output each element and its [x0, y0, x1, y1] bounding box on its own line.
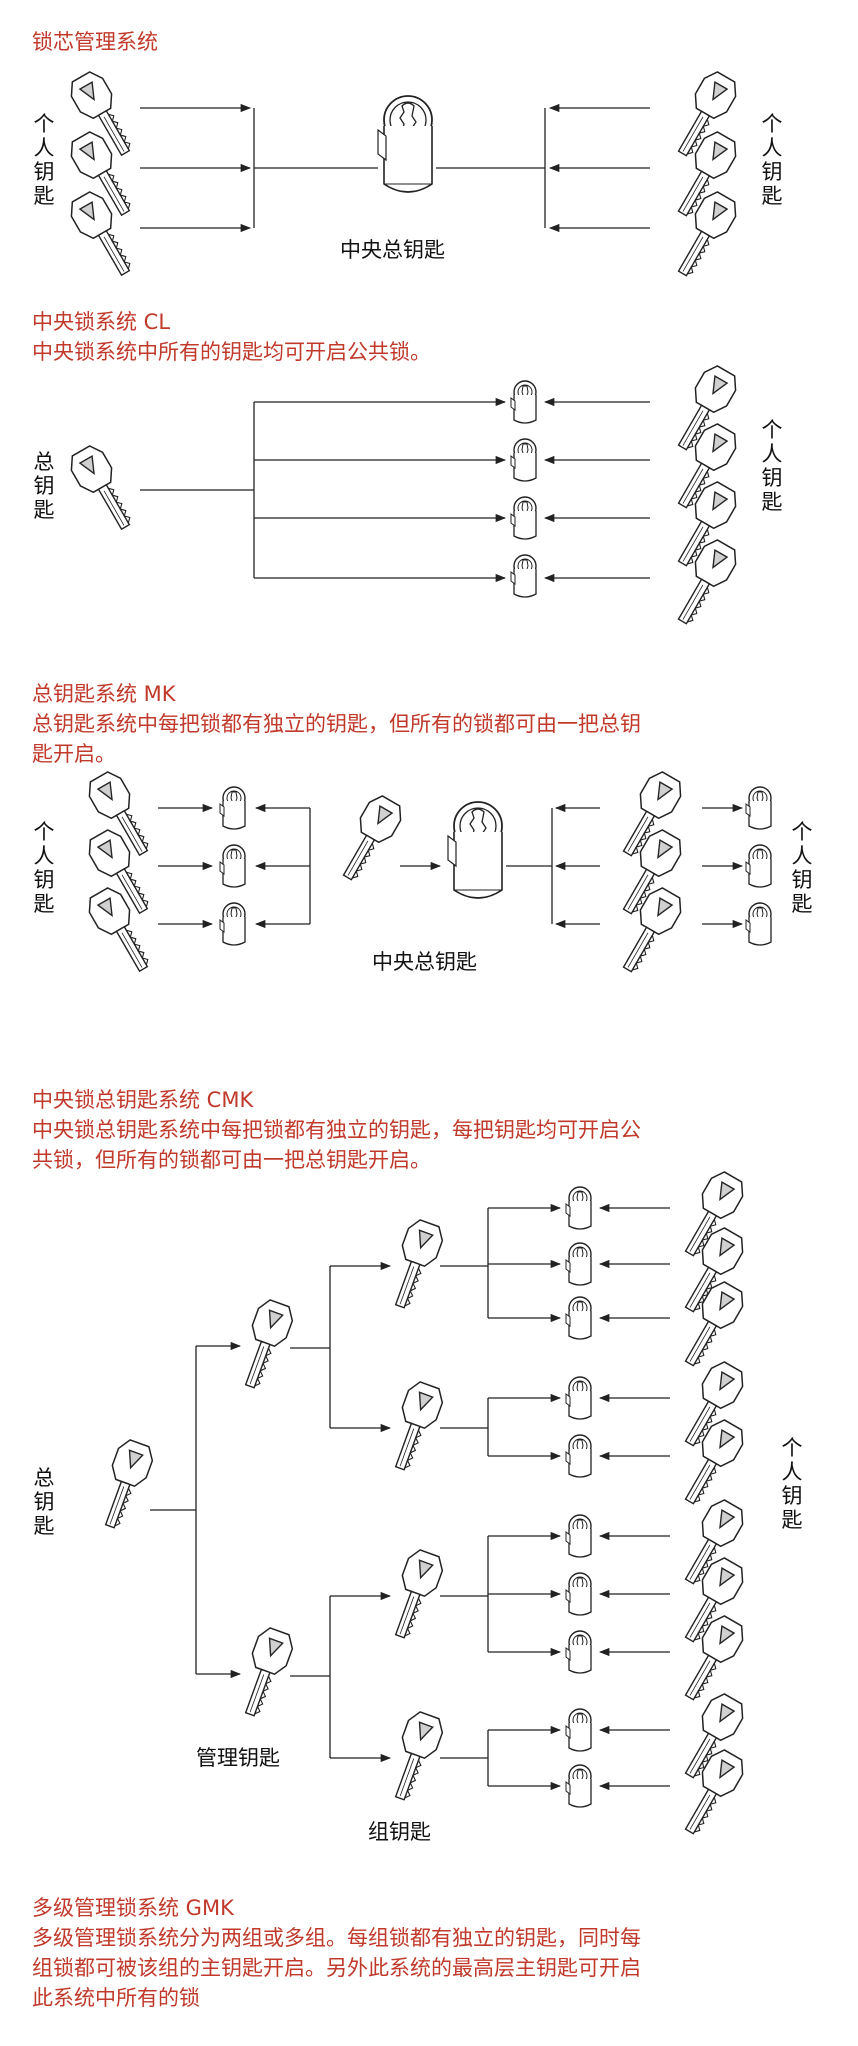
key-icon	[672, 1745, 750, 1841]
key-icon	[91, 1436, 158, 1533]
lock-cylinder-icon	[219, 844, 246, 888]
section-title: 总钥匙系统 MK	[32, 682, 176, 706]
section-desc: 中央锁总钥匙系统中每把锁都有独立的钥匙，每把钥匙均可开启公	[32, 1118, 641, 1142]
section-title: 中央锁系统 CL	[32, 310, 171, 334]
lock-cylinder-icon	[510, 438, 537, 482]
label-manager-key: 管理钥匙	[196, 1746, 280, 1770]
key-icon	[665, 535, 743, 631]
lock-cylinder-icon	[219, 786, 246, 830]
lock-cylinder-icon	[745, 844, 772, 888]
key-icon	[672, 1277, 750, 1373]
lock-cylinder-icon	[565, 1296, 592, 1340]
lock-cylinder-icon	[565, 1764, 592, 1808]
label-personal-keys: 个人钥匙	[33, 112, 55, 208]
lock-cylinder-icon	[565, 1630, 592, 1674]
section-desc: 中央锁系统中所有的钥匙均可开启公共锁。	[32, 340, 431, 364]
lock-cylinder-icon	[565, 1514, 592, 1558]
label-master-key: 总钥匙	[33, 1466, 55, 1538]
key-icon	[330, 791, 408, 887]
lock-cylinder-icon	[510, 380, 537, 424]
section-desc: 此系统中所有的锁	[32, 1986, 200, 2010]
lock-cylinder-icon	[565, 1572, 592, 1616]
key-icon	[231, 1624, 298, 1721]
section-title: 锁芯管理系统	[32, 30, 158, 54]
lock-cylinder-icon	[565, 1242, 592, 1286]
key-icon	[665, 187, 743, 283]
label-central-master-key: 中央总钥匙	[340, 238, 445, 262]
section-desc: 共锁，但所有的锁都可由一把总钥匙开启。	[32, 1148, 431, 1172]
key-icon	[64, 441, 142, 537]
lock-cylinder-icon	[377, 95, 433, 193]
lock-cylinder-icon	[447, 801, 503, 899]
key-icon	[381, 1378, 448, 1475]
key-icon	[64, 187, 142, 283]
label-master-key: 总钥匙	[33, 450, 55, 522]
label-personal-keys: 个人钥匙	[33, 820, 55, 916]
lock-cylinder-icon	[565, 1434, 592, 1478]
section-desc: 匙开启。	[32, 742, 116, 766]
lock-cylinder-icon	[745, 902, 772, 946]
lock-cylinder-icon	[510, 554, 537, 598]
label-group-key: 组钥匙	[368, 1820, 431, 1844]
key-icon	[82, 883, 160, 979]
key-icon	[381, 1708, 448, 1805]
key-icon	[672, 1611, 750, 1707]
section-desc: 组锁都可被该组的主钥匙开启。另外此系统的最高层主钥匙可开启	[32, 1956, 641, 1980]
lock-cylinder-icon	[565, 1186, 592, 1230]
lock-cylinder-icon	[510, 496, 537, 540]
label-central-master-key: 中央总钥匙	[372, 950, 477, 974]
lock-cylinder-icon	[745, 786, 772, 830]
key-icon	[231, 1296, 298, 1393]
section-title: 多级管理锁系统 GMK	[32, 1896, 234, 1920]
key-icon	[672, 1415, 750, 1511]
label-personal-keys: 个人钥匙	[761, 418, 783, 514]
diagram-central-master-key	[91, 1167, 750, 1841]
diagram-master-key	[82, 767, 772, 979]
lock-cylinder-icon	[565, 1376, 592, 1420]
section-desc: 多级管理锁系统分为两组或多组。每组锁都有独立的钥匙，同时每	[32, 1926, 641, 1950]
diagram-central-lock	[64, 361, 743, 631]
section-desc: 总钥匙系统中每把锁都有独立的钥匙，但所有的锁都可由一把总钥	[32, 712, 641, 736]
label-personal-keys: 个人钥匙	[781, 1436, 803, 1532]
lock-cylinder-icon	[565, 1708, 592, 1752]
label-personal-keys: 个人钥匙	[791, 820, 813, 916]
lock-cylinder-icon	[219, 902, 246, 946]
key-icon	[381, 1216, 448, 1313]
key-icon	[610, 883, 688, 979]
section-title: 中央锁总钥匙系统 CMK	[32, 1088, 254, 1112]
key-icon	[381, 1546, 448, 1643]
label-personal-keys: 个人钥匙	[761, 112, 783, 208]
diagram-cylinder-management	[64, 67, 743, 283]
